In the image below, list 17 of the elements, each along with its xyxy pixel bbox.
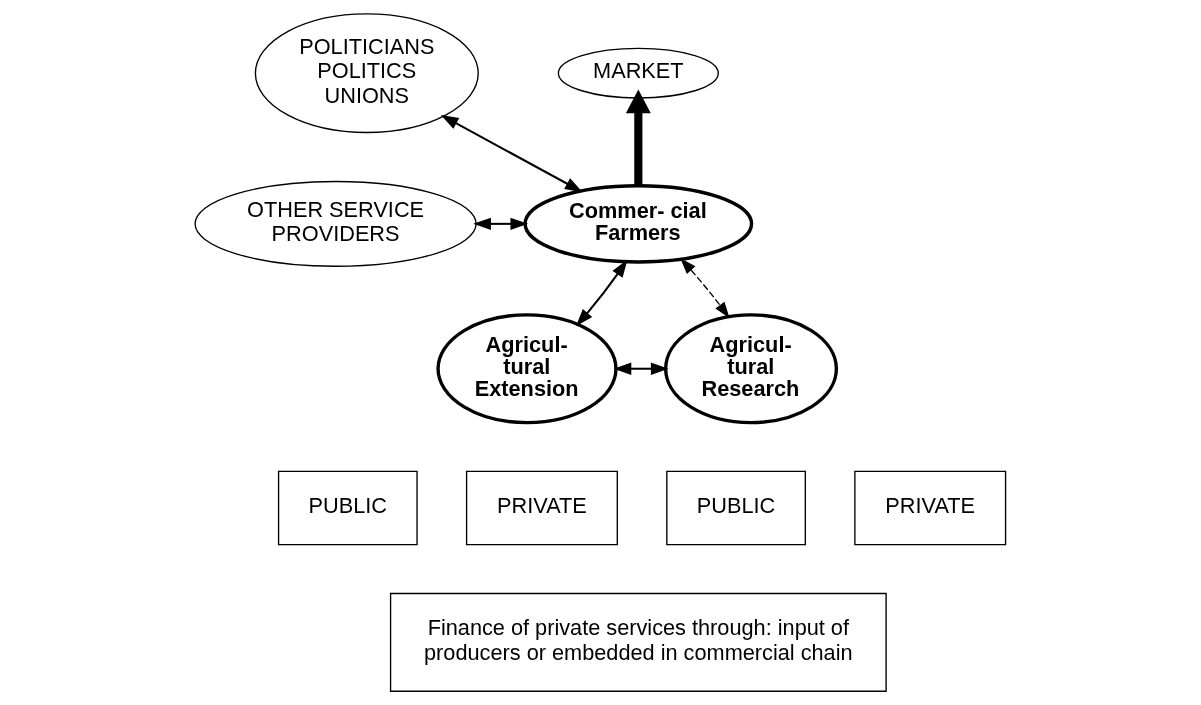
node-ellipse: POLITICIANS POLITICS UNIONS [254,13,479,134]
node-box: PUBLIC [666,470,806,546]
node-ellipse: Agricul- tural Extension [436,313,618,425]
node-ellipse: OTHER SERVICE PROVIDERS [194,180,477,267]
node-box: Finance of private services through: input of producers or embedded in commercial chain [389,592,887,692]
arrow [625,89,651,185]
arrow [440,114,583,193]
arrow [575,259,628,327]
node-box: PUBLIC [277,470,418,546]
node-ellipse: Commer- cial Farmers [523,184,754,264]
arrow [680,258,730,319]
arrow [473,217,529,231]
node-box: PRIVATE [854,470,1007,546]
arrow [613,362,669,375]
node-ellipse: MARKET [557,47,719,99]
node-ellipse: Agricul- tural Research [663,313,839,425]
node-box: PRIVATE [465,470,618,546]
